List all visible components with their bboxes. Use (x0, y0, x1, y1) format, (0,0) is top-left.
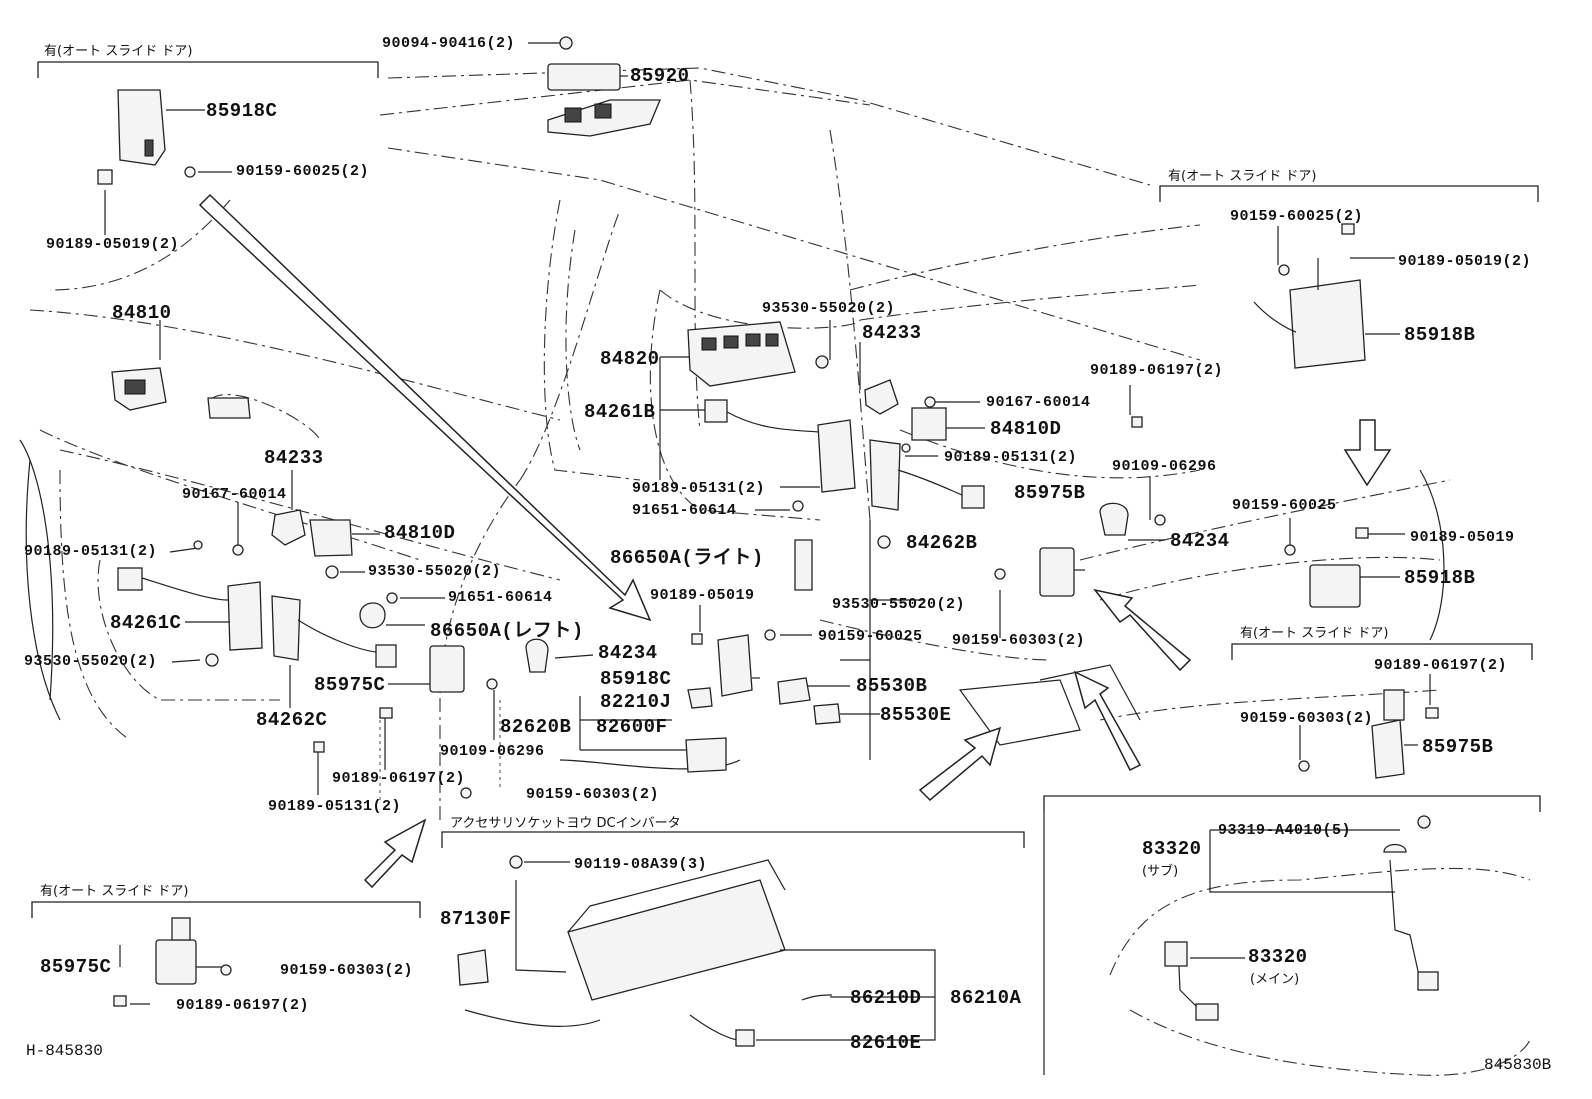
part-label-84233: 84233 (862, 322, 922, 344)
direction-arrows (198, 193, 1392, 889)
part-label-90189-05019-2: 90189-05019(2) (1398, 253, 1532, 270)
option-heading-auto-slide-door: 有(オート スライド ドア) (40, 884, 189, 899)
part-label-: (サブ) (1142, 864, 1179, 879)
part-label-90159-60303-2: 90159-60303(2) (526, 786, 660, 803)
part-label-90119-08a39-3: 90119-08A39(3) (574, 856, 708, 873)
part-label-90159-60303-2: 90159-60303(2) (280, 962, 414, 979)
part-label-84234: 84234 (598, 642, 658, 664)
part-label-86210a: 86210A (950, 987, 1022, 1009)
part-label-85530b: 85530B (856, 675, 928, 697)
part-label-90189-06197-2: 90189-06197(2) (1374, 657, 1508, 674)
part-label-: (メイン) (1250, 972, 1300, 987)
option-heading-auto-slide-door: 有(オート スライド ドア) (1168, 169, 1317, 184)
part-label-82210j: 82210J (600, 691, 672, 713)
part-label-91651-60614: 91651-60614 (632, 502, 737, 519)
part-label-90189-05131-2: 90189-05131(2) (632, 480, 766, 497)
part-label-84810d: 84810D (990, 418, 1062, 440)
diagram-code: H-845830 (26, 1042, 103, 1060)
part-label-86210d: 86210D (850, 987, 922, 1009)
part-label-85975c: 85975C (314, 674, 386, 696)
part-label-90189-06197-2: 90189-06197(2) (332, 770, 466, 787)
image-code: 845830B (1484, 1056, 1552, 1074)
part-label-85975c: 85975C (40, 956, 112, 978)
part-label-85920: 85920 (630, 65, 690, 87)
part-label-90109-06296: 90109-06296 (440, 743, 545, 760)
part-label-82620b: 82620B (500, 716, 572, 738)
part-label-85975b: 85975B (1422, 736, 1494, 758)
part-label-84820: 84820 (600, 348, 660, 370)
part-label-90189-06197-2: 90189-06197(2) (176, 997, 310, 1014)
option-heading-auto-slide-door: 有(オート スライド ドア) (1240, 626, 1389, 641)
part-label-85918c: 85918C (206, 100, 278, 122)
part-label-90189-05019: 90189-05019 (1410, 529, 1515, 546)
vehicle-body-outline (19, 67, 1451, 820)
part-label-90109-06296: 90109-06296 (1112, 458, 1217, 475)
part-label-85918b: 85918B (1404, 567, 1476, 589)
option-heading-auto-slide-door: 有(オート スライド ドア) (44, 44, 193, 59)
part-label-84262c: 84262C (256, 709, 328, 731)
part-label-93530-55020-2: 93530-55020(2) (832, 596, 966, 613)
leader-lines (104, 42, 1431, 1041)
part-label-90159-60025: 90159-60025 (1232, 497, 1337, 514)
part-label-84234: 84234 (1170, 530, 1230, 552)
part-shapes (97, 63, 1531, 1076)
part-label-84810: 84810 (112, 302, 172, 324)
part-label-84233: 84233 (264, 447, 324, 469)
part-label-90189-05019-2: 90189-05019(2) (46, 236, 180, 253)
part-label-87130f: 87130F (440, 908, 512, 930)
part-label-85530e: 85530E (880, 704, 952, 726)
part-label-85918b: 85918B (1404, 324, 1476, 346)
part-label-90189-05131-2: 90189-05131(2) (944, 449, 1078, 466)
fasteners (113, 36, 1439, 1007)
part-label-90167-60014: 90167-60014 (182, 486, 287, 503)
part-label-84261c: 84261C (110, 612, 182, 634)
part-label-90189-06197-2: 90189-06197(2) (1090, 362, 1224, 379)
part-label-93530-55020-2: 93530-55020(2) (368, 563, 502, 580)
part-label-86650a: 86650A(ライト) (610, 547, 764, 569)
part-label-90189-05131-2: 90189-05131(2) (24, 543, 158, 560)
option-brackets (31, 61, 1541, 1075)
part-label-90189-05131-2: 90189-05131(2) (268, 798, 402, 815)
part-label-86650a: 86650A(レフト) (430, 620, 584, 642)
part-label-90159-60303-2: 90159-60303(2) (952, 632, 1086, 649)
part-label-90159-60025-2: 90159-60025(2) (1230, 208, 1364, 225)
part-label-90159-60303-2: 90159-60303(2) (1240, 710, 1374, 727)
part-label-83320: 83320 (1248, 946, 1308, 968)
part-label-90167-60014: 90167-60014 (986, 394, 1091, 411)
part-label-85918c: 85918C (600, 668, 672, 690)
part-label-93530-55020-2: 93530-55020(2) (24, 653, 158, 670)
option-heading-accessory-socket: アクセサリソケットヨウ DCインバータ (450, 816, 681, 831)
part-label-83320: 83320 (1142, 838, 1202, 860)
part-label-84262b: 84262B (906, 532, 978, 554)
part-label-90159-60025-2: 90159-60025(2) (236, 163, 370, 180)
part-label-84810d: 84810D (384, 522, 456, 544)
part-label-91651-60614: 91651-60614 (448, 589, 553, 606)
part-label-93319-a4010-5: 93319-A4010(5) (1218, 822, 1352, 839)
part-label-82610e: 82610E (850, 1032, 922, 1054)
part-label-85975b: 85975B (1014, 482, 1086, 504)
part-label-84261b: 84261B (584, 401, 656, 423)
part-label-90189-05019: 90189-05019 (650, 587, 755, 604)
part-label-90159-60025: 90159-60025 (818, 628, 923, 645)
part-label-90094-90416-2: 90094-90416(2) (382, 35, 516, 52)
part-label-93530-55020-2: 93530-55020(2) (762, 300, 896, 317)
part-label-82600f: 82600F (596, 716, 668, 738)
